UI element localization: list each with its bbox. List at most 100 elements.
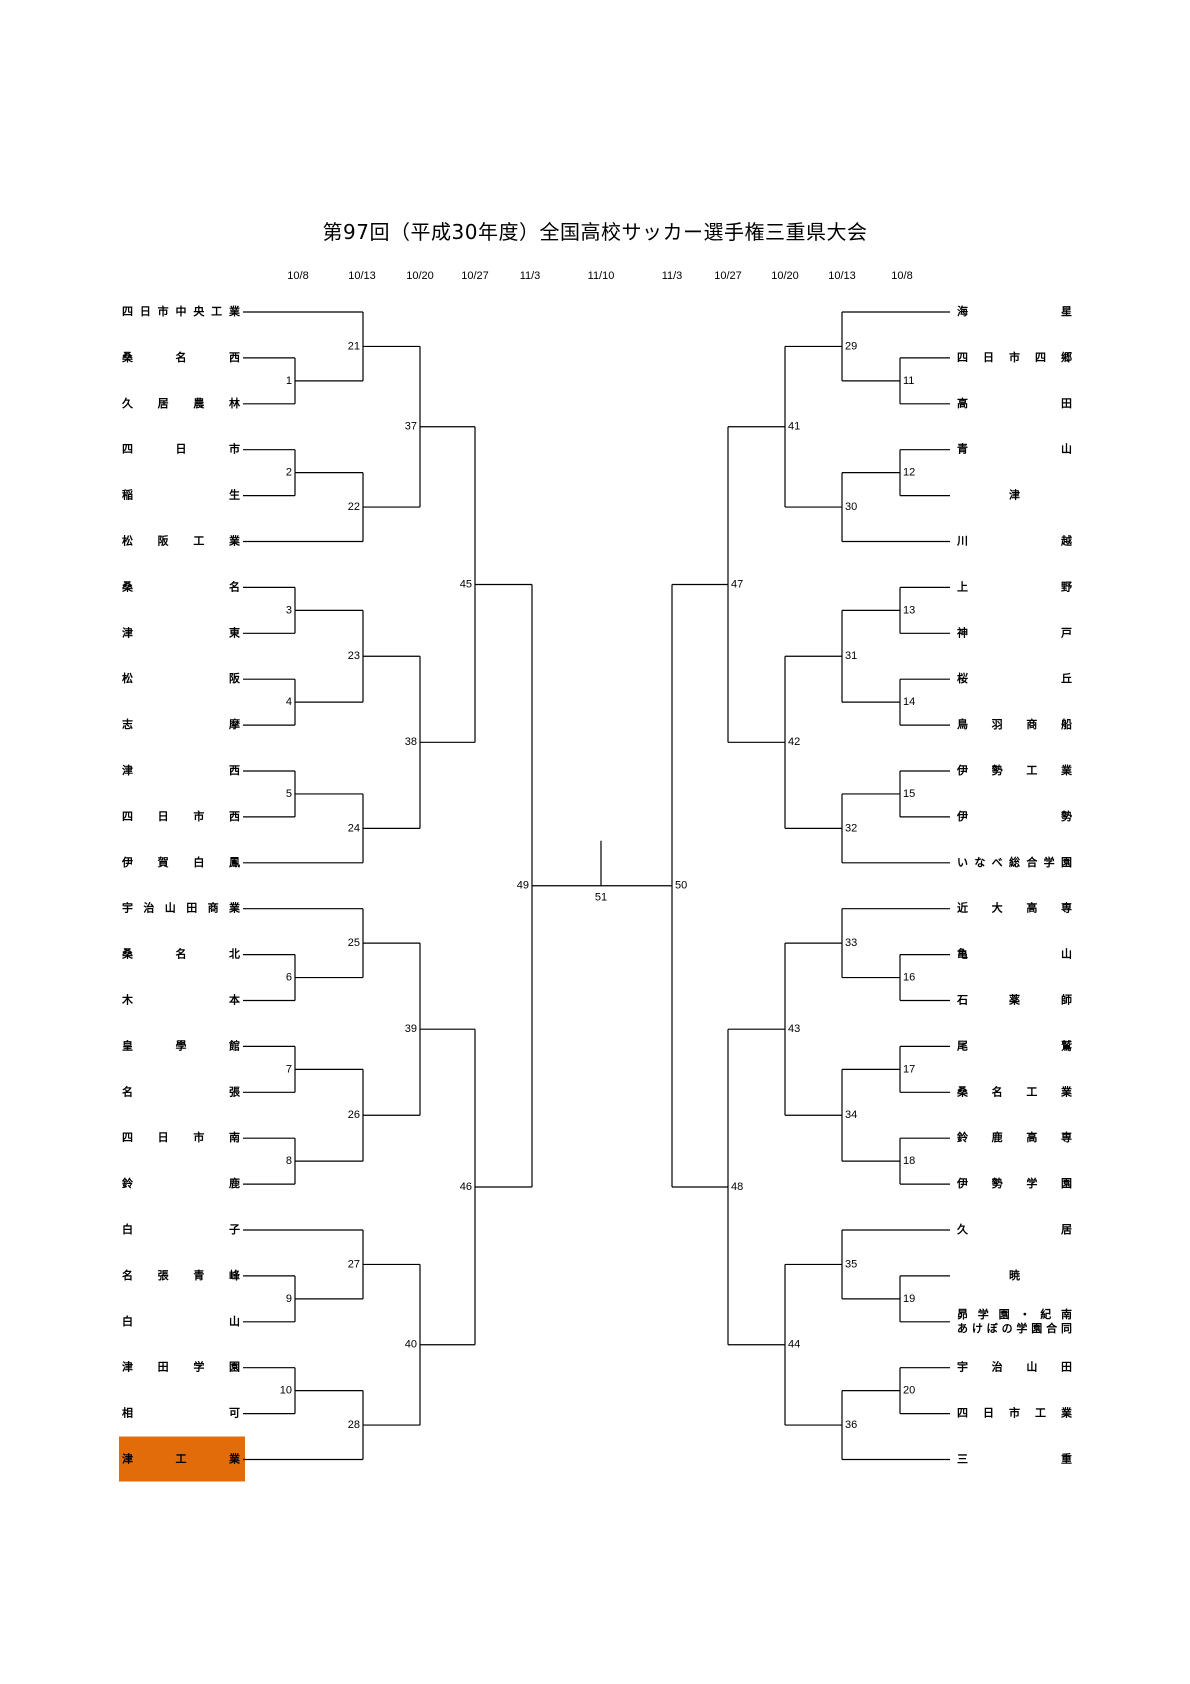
match-number: 10: [280, 1385, 292, 1397]
match-number: 30: [845, 501, 857, 513]
match-number: 25: [348, 937, 360, 949]
match-number: 43: [788, 1023, 800, 1035]
match-number: 32: [845, 822, 857, 834]
match-number: 20: [903, 1385, 915, 1397]
team-name-left: 木本: [121, 993, 240, 1007]
team-name-right: 伊勢工業: [956, 763, 1073, 777]
date-label-final: 11/10: [588, 270, 615, 282]
team-name-right: 石薬師: [956, 993, 1072, 1007]
team-name-left: 久居農林: [122, 396, 240, 410]
match-number: 42: [788, 736, 800, 748]
team-name-right: 鳥羽商船: [957, 717, 1072, 731]
match-number: 11: [903, 375, 914, 387]
match-number: 46: [460, 1181, 472, 1193]
match-number: 26: [348, 1109, 360, 1121]
team-name-right: 桜丘: [957, 671, 1072, 685]
date-label: 10/20: [771, 270, 799, 282]
match-number: 22: [348, 501, 360, 513]
match-number: 14: [903, 696, 915, 708]
date-label: 10/20: [406, 270, 434, 282]
team-name-right: 青山: [957, 442, 1072, 456]
match-number: 28: [348, 1419, 360, 1431]
match-number: 8: [286, 1155, 292, 1167]
match-number: 16: [903, 971, 915, 983]
team-name-left: 桑名西: [121, 350, 240, 364]
team-name-right: 四日市工業: [957, 1406, 1073, 1420]
team-name-right: 川越: [956, 534, 1073, 548]
team-name-left: 鈴鹿: [122, 1176, 240, 1190]
match-number: 31: [845, 650, 857, 662]
date-label: 10/8: [287, 270, 308, 282]
match-number: 21: [348, 340, 360, 352]
team-name-left: 津田学園: [122, 1360, 240, 1374]
team-name-right: 近大高専: [957, 901, 1072, 915]
date-label: 10/13: [348, 270, 376, 282]
page-title: 第97回（平成30年度）全国高校サッカー選手権三重県大会: [322, 220, 868, 244]
match-number: 6: [286, 971, 292, 983]
date-label: 10/27: [461, 270, 489, 282]
team-name-right: いなべ総合学園: [957, 855, 1072, 869]
team-name-left: 宇治山田商業: [122, 901, 241, 915]
match-number: 40: [405, 1339, 417, 1351]
team-name-left: 稲生: [122, 488, 240, 502]
match-number: 13: [903, 604, 915, 616]
team-name-right: 暁: [1009, 1268, 1020, 1282]
match-number: 33: [845, 937, 857, 949]
match-number: 1: [286, 375, 292, 387]
team-name-right: 昴学園・紀南: [957, 1307, 1072, 1321]
date-label: 11/3: [662, 270, 683, 282]
team-name-right: 鈴鹿高専: [957, 1130, 1072, 1144]
match-number: 5: [286, 788, 292, 800]
team-name-right: 三重: [957, 1452, 1072, 1466]
match-number: 2: [286, 467, 292, 479]
match-number: 47: [731, 578, 743, 590]
team-name-left: 相可: [122, 1406, 240, 1420]
team-name-left: 松阪工業: [122, 534, 241, 548]
team-name-right: 久居: [957, 1222, 1072, 1236]
match-number: 18: [903, 1155, 915, 1167]
team-name-right: 上野: [957, 579, 1072, 593]
match-number: 50: [675, 880, 687, 892]
match-number: 34: [845, 1109, 857, 1121]
team-name-left: 白子: [122, 1222, 240, 1236]
match-number: 7: [286, 1063, 292, 1075]
team-name-right: 桑名工業: [956, 1084, 1073, 1098]
team-name-right: 高田: [957, 396, 1072, 410]
team-name-right: 亀山: [957, 947, 1072, 961]
highlight-box: [119, 1436, 245, 1482]
team-name-right: 神戸: [957, 625, 1072, 639]
match-number: 44: [788, 1339, 800, 1351]
team-name-right: あけぼの学園合同: [957, 1321, 1072, 1335]
team-name-left: 桑名: [121, 579, 240, 593]
match-number: 48: [731, 1181, 743, 1193]
team-name-left: 松阪: [122, 671, 241, 685]
team-name-left: 白山: [122, 1314, 240, 1328]
match-number: 39: [405, 1023, 417, 1035]
team-name-right: 伊勢: [956, 809, 1072, 823]
team-name-right: 尾鷲: [956, 1038, 1072, 1052]
match-number: 36: [845, 1419, 857, 1431]
date-label: 10/13: [828, 270, 856, 282]
team-name-left: 志摩: [122, 717, 241, 731]
team-name-left: 四日市南: [122, 1130, 240, 1144]
match-number: 45: [460, 578, 472, 590]
match-number: 3: [286, 604, 292, 616]
match-number: 4: [286, 696, 292, 708]
match-number: 9: [286, 1293, 292, 1305]
match-number: 38: [405, 736, 417, 748]
match-number: 37: [405, 421, 417, 433]
team-name-left: 伊賀白鳳: [121, 855, 240, 869]
match-number: 15: [903, 788, 915, 800]
match-number: 29: [845, 340, 857, 352]
team-name-left: 桑名北: [121, 947, 240, 961]
match-number: 17: [903, 1063, 915, 1075]
match-number: 12: [903, 467, 915, 479]
date-label: 10/27: [714, 270, 742, 282]
team-name-left: 津西: [122, 763, 240, 777]
team-name-left: 名張: [122, 1084, 241, 1098]
match-number: 27: [348, 1258, 360, 1270]
team-name-left: 津東: [122, 625, 241, 639]
team-name-left: 四日市: [122, 442, 240, 456]
date-label: 10/8: [891, 270, 912, 282]
